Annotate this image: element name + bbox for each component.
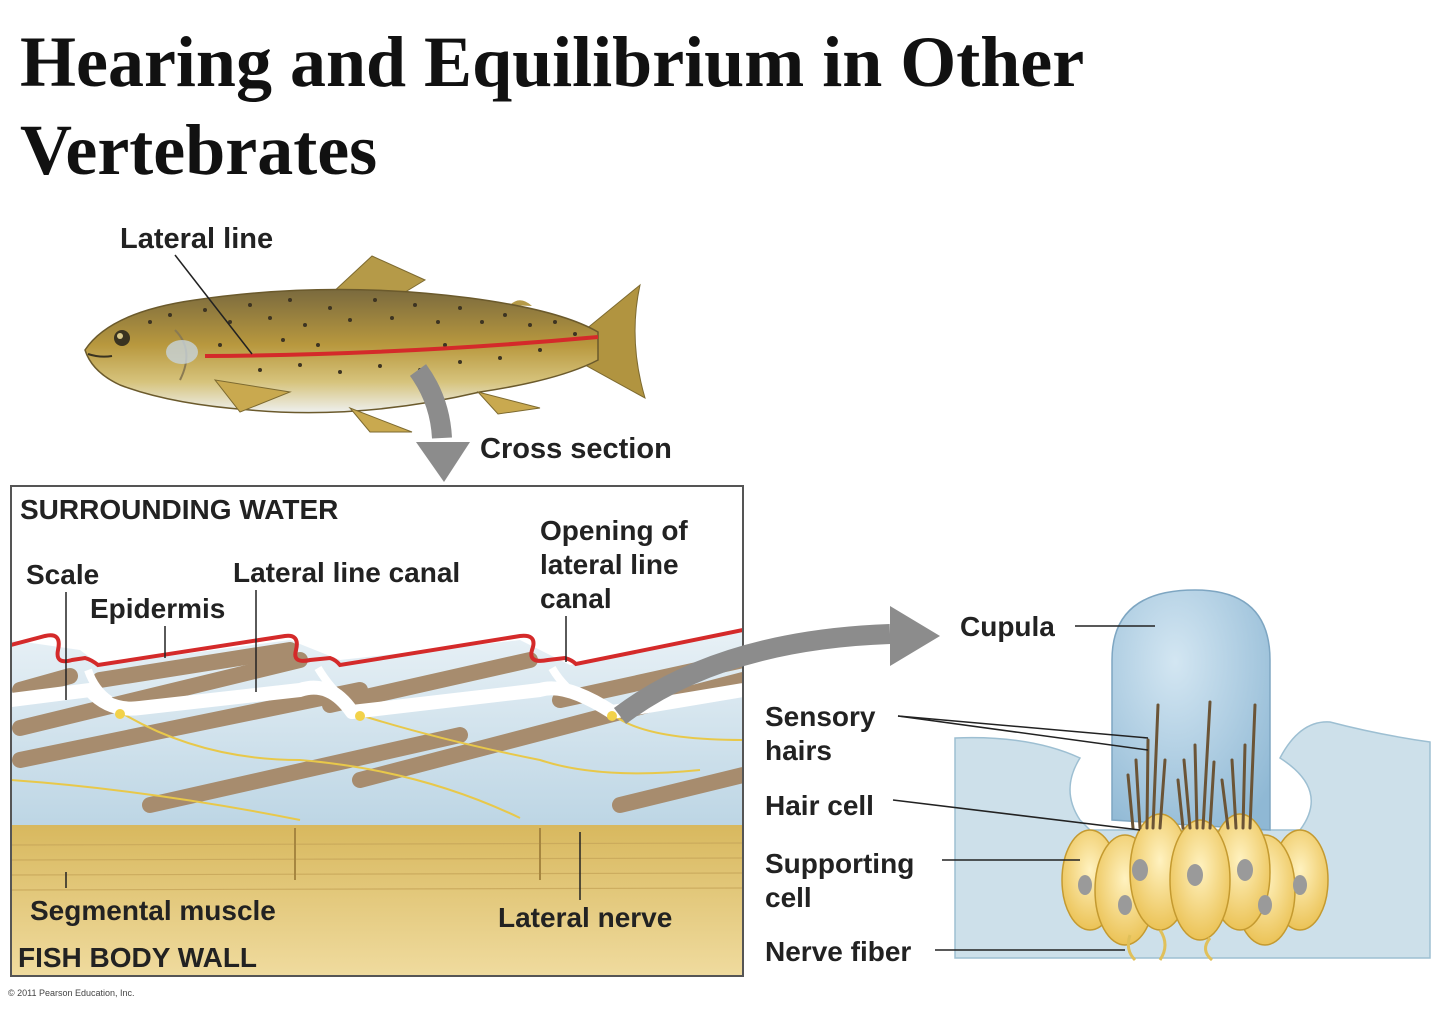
opening-label-line1: Opening of	[540, 515, 688, 546]
cross-section-panel	[11, 486, 743, 976]
lateral-line-canal-label: Lateral line canal	[233, 557, 460, 588]
epidermis-label: Epidermis	[90, 593, 225, 624]
epidermis-line	[11, 628, 743, 668]
surrounding-water-label: SURROUNDING WATER	[20, 494, 338, 525]
opening-label-line3: canal	[540, 583, 612, 614]
segmental-muscle-label: Segmental muscle	[30, 895, 276, 926]
supporting-cell-label-2: cell	[765, 882, 812, 913]
fish-body-wall-label: FISH BODY WALL	[18, 942, 257, 973]
scale-label: Scale	[26, 559, 99, 590]
copyright-notice: © 2011 Pearson Education, Inc.	[8, 988, 135, 998]
lateral-nerve-label: Lateral nerve	[498, 902, 672, 933]
cross-section-arrow	[409, 364, 470, 482]
cross-section-label: Cross section	[480, 433, 672, 465]
supporting-cell-label-1: Supporting	[765, 848, 914, 879]
hair-cell-label: Hair cell	[765, 790, 874, 821]
cupula-label: Cupula	[960, 611, 1055, 642]
lateral-line-path	[204, 335, 599, 358]
page-title: Hearing and Equilibrium in Other Vertebr…	[20, 22, 1083, 190]
nerve-fiber-label: Nerve fiber	[765, 936, 911, 967]
neuromast-illustration	[954, 589, 1431, 962]
zoom-arrow	[613, 606, 940, 724]
sensory-hairs-label-2: hairs	[765, 735, 832, 766]
opening-label-line2: lateral line	[540, 549, 679, 580]
lateral-line-leader	[174, 254, 253, 355]
trout-illustration	[84, 255, 646, 433]
lateral-line-label: Lateral line	[120, 223, 273, 255]
sensory-hairs-label-1: Sensory	[765, 701, 876, 732]
